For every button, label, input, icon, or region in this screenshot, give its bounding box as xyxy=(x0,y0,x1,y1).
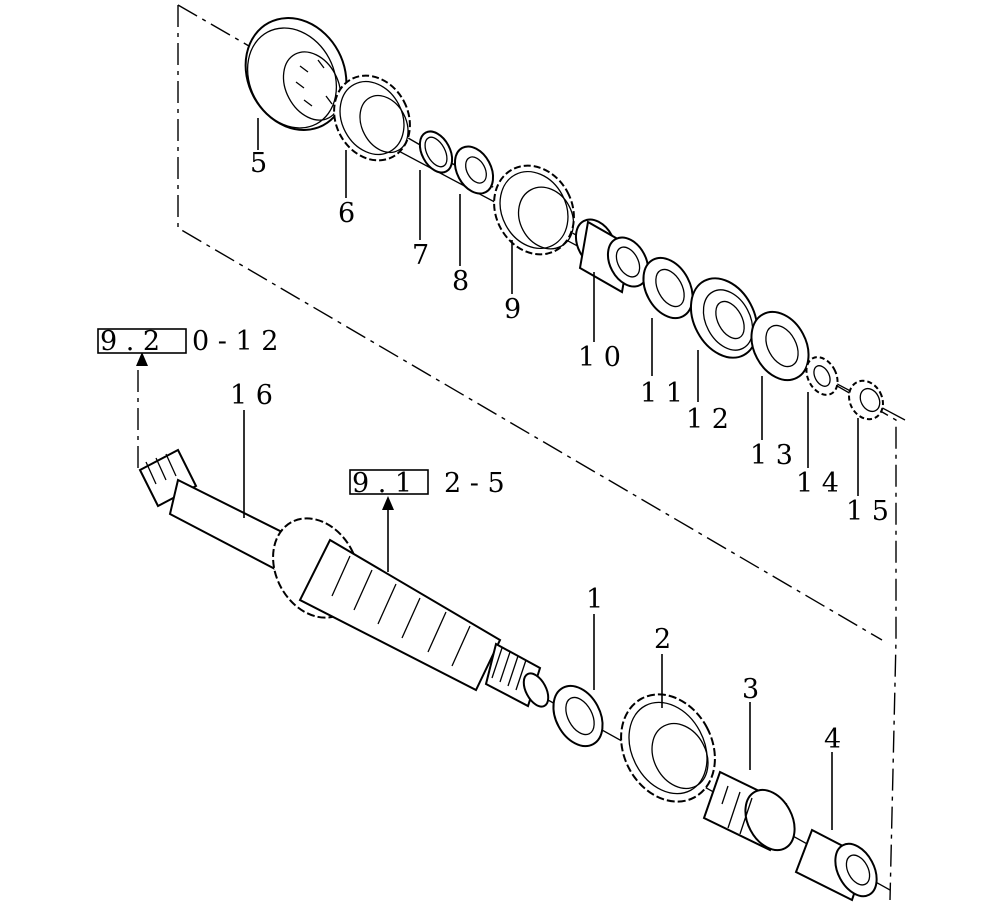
callout-3: 3 xyxy=(742,674,759,705)
part-13-washer xyxy=(750,310,810,382)
part-8-washer xyxy=(453,145,495,195)
part-7-snap-ring xyxy=(418,130,454,174)
reference-9-12-5: 9 . 1 2 - 5 xyxy=(349,468,505,499)
callout-11: 1 1 xyxy=(640,378,683,409)
part-12-ball-bearing xyxy=(689,277,759,359)
reference-boxed-text: 9 . 2 xyxy=(100,326,160,357)
callout-4: 4 xyxy=(824,724,841,755)
callout-6: 6 xyxy=(338,198,355,229)
callout-10: 1 0 xyxy=(578,342,621,373)
callout-16: 1 6 xyxy=(230,380,273,411)
reference-rest-text: 2 - 5 xyxy=(444,468,505,499)
callout-labels: 5 6 7 8 9 1 0 1 1 1 2 1 3 1 4 1 5 1 6 1 … xyxy=(230,148,889,755)
callout-1: 1 xyxy=(586,584,603,615)
part-1-washer xyxy=(552,684,604,748)
part-3-needle-bearing xyxy=(702,770,796,852)
part-16-main-shaft xyxy=(138,448,550,708)
callout-8: 8 xyxy=(452,266,469,297)
part-11-washer xyxy=(642,256,694,320)
part-14-toothed-washer xyxy=(805,356,839,396)
part-2-gear xyxy=(620,693,716,803)
callout-9: 9 xyxy=(504,294,521,325)
reference-9-20-12: 9 . 2 0 - 1 2 xyxy=(97,326,278,357)
callout-12: 1 2 xyxy=(686,404,729,435)
assembly-boundary xyxy=(137,4,897,901)
part-5-hub xyxy=(244,17,348,131)
part-10-needle-bearing xyxy=(574,218,650,294)
part-4-bushing xyxy=(794,828,878,902)
callout-7: 7 xyxy=(412,240,429,271)
callout-13: 1 3 xyxy=(750,440,793,471)
callout-2: 2 xyxy=(654,624,671,655)
reference-boxed-text: 9 . 1 xyxy=(352,468,412,499)
part-15-nut xyxy=(848,379,884,421)
callout-15: 1 5 xyxy=(846,496,889,527)
reference-rest-text: 0 - 1 2 xyxy=(192,326,278,357)
part-6-gear xyxy=(333,74,411,162)
part-9-gear xyxy=(493,164,575,256)
callout-5: 5 xyxy=(250,148,267,179)
callout-14: 1 4 xyxy=(796,468,839,499)
leader-lines xyxy=(136,118,859,830)
